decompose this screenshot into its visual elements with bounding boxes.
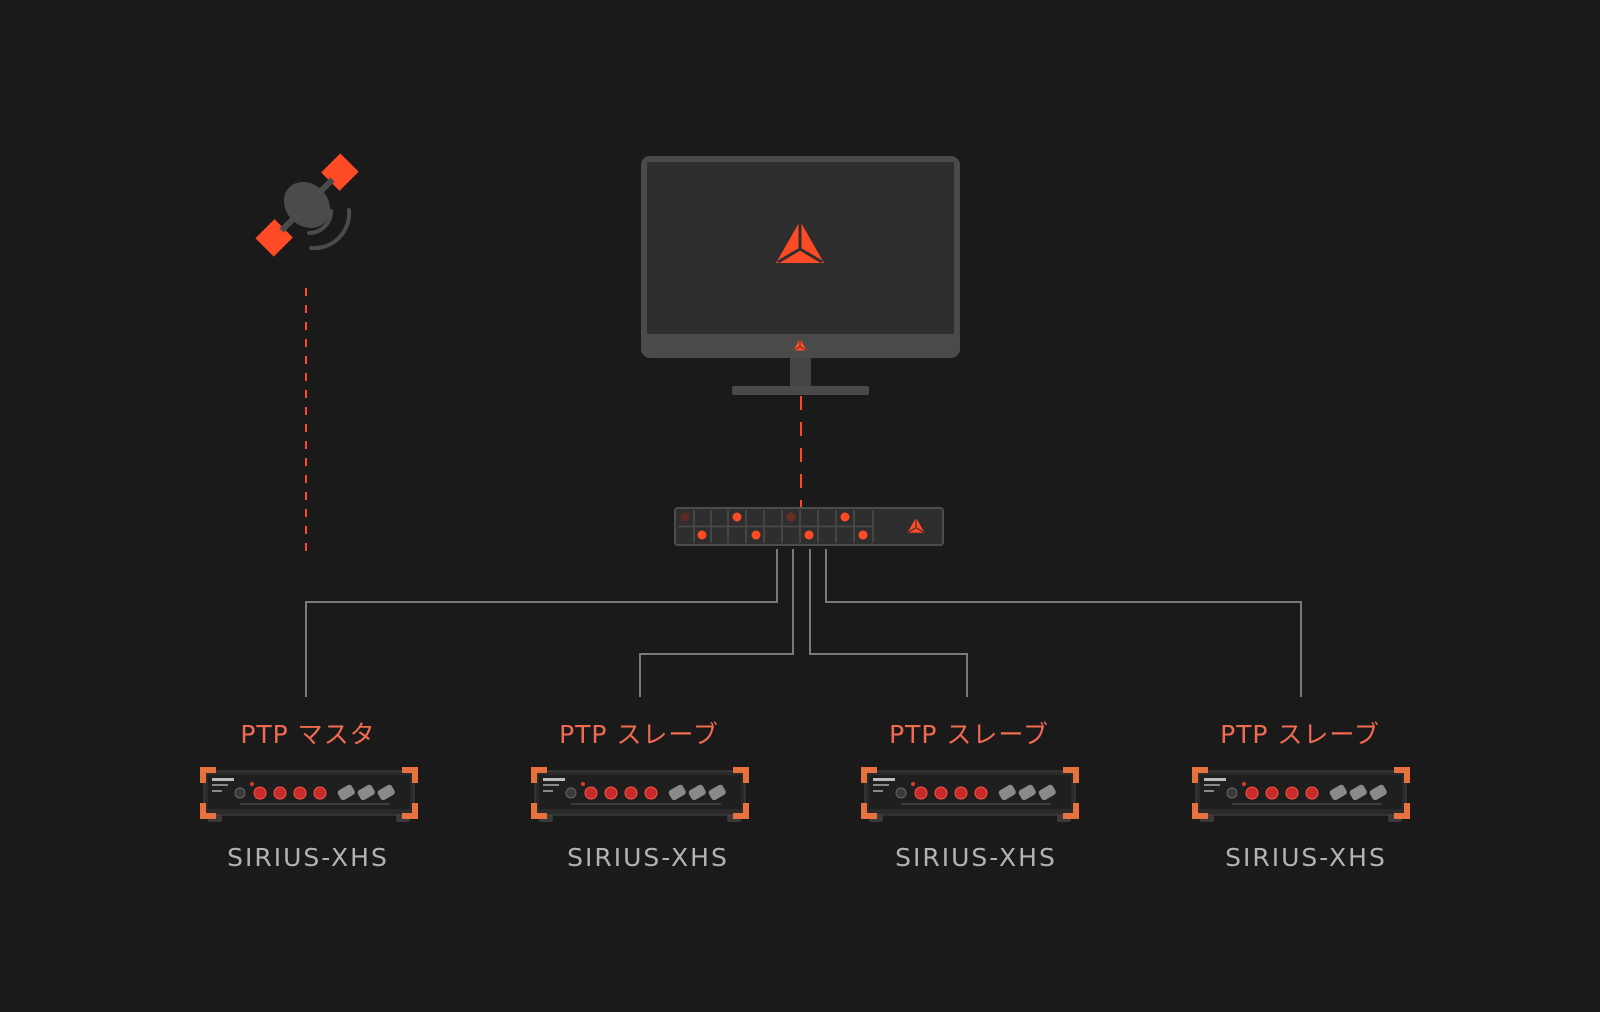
daq-device-icon [1191, 766, 1411, 823]
satellite-icon [255, 153, 359, 257]
daq-device-icon [199, 766, 419, 823]
device-role-label: PTP スレーブ [889, 720, 1049, 749]
cable-to-slave-1 [639, 549, 794, 697]
cable-to-master [305, 549, 778, 697]
device-model-label: SIRIUS-XHS [895, 843, 1057, 872]
ethernet-cables [305, 549, 1302, 697]
device-role-label: PTP スレーブ [559, 720, 719, 749]
device-model-label: SIRIUS-XHS [227, 843, 389, 872]
device-model-label: SIRIUS-XHS [1225, 843, 1387, 872]
daq-device-icon [860, 766, 1080, 823]
signal-waves-icon [307, 208, 352, 251]
device-model-label: SIRIUS-XHS [567, 843, 729, 872]
monitor-icon [641, 156, 960, 395]
daq-device-icon [530, 766, 750, 823]
port-status-leds [680, 512, 868, 540]
network-switch-icon [674, 507, 944, 546]
device-role-label: PTP マスタ [240, 720, 376, 749]
cable-to-slave-2 [809, 549, 968, 697]
cable-to-slave-3 [825, 549, 1302, 697]
device-role-label: PTP スレーブ [1220, 720, 1380, 749]
